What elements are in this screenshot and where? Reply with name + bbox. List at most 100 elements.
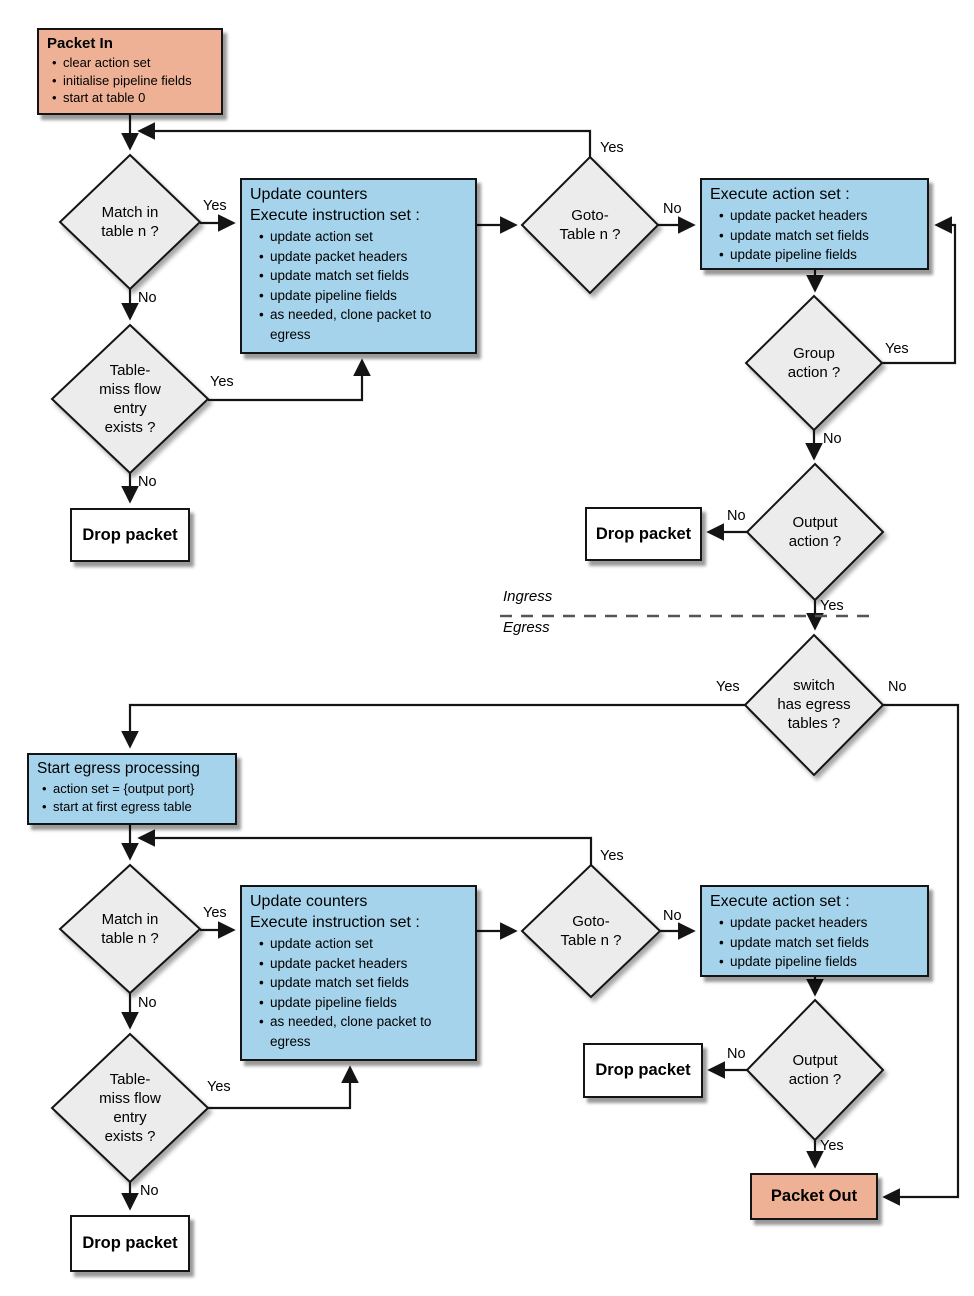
no-label-output-egress: No — [727, 1046, 746, 1062]
bullet-item: update match set fields — [258, 266, 471, 286]
label-line: switch — [793, 677, 835, 694]
packet-in-title: Packet In — [47, 35, 113, 52]
update-counters-items: update action set update packet headers … — [242, 226, 475, 348]
label-line: miss flow — [99, 1090, 161, 1107]
label-line: miss flow — [99, 381, 161, 398]
no-label-goto-ingress: No — [663, 201, 682, 217]
update-counters-title1: Update counters — [250, 186, 368, 203]
bullet-item: update packet headers — [258, 954, 471, 974]
bullet-item: clear action set — [51, 54, 217, 72]
label-line: table n ? — [101, 223, 159, 240]
ingress-region-label: Ingress — [503, 588, 553, 605]
bullet-item: update pipeline fields — [718, 952, 923, 972]
yes-label-tablemiss-egress: Yes — [207, 1079, 231, 1095]
drop-packet-label: Drop packet — [595, 524, 692, 543]
yes-label-goto-ingress: Yes — [600, 140, 624, 156]
yes-label-output-egress: Yes — [820, 1138, 844, 1154]
edge-tablemiss-yes-ingress — [208, 358, 371, 402]
yes-label-group: Yes — [885, 341, 909, 357]
label-line: Output — [792, 1052, 838, 1069]
no-label-goto-egress: No — [663, 908, 682, 924]
goto-table-egress-diamond — [520, 863, 662, 999]
bullet-item: update pipeline fields — [258, 286, 471, 306]
edge-goto-yes-feedback-ingress — [137, 122, 592, 158]
bullet-item: start at first egress table — [41, 798, 231, 816]
bullet-item: update match set fields — [718, 933, 923, 953]
bullet-item: as needed, clone packet to egress — [258, 305, 471, 344]
drop-packet-ingress-left-box: Drop packet — [70, 508, 190, 562]
bullet-item: update action set — [258, 934, 471, 954]
label-line: Match in — [101, 204, 159, 221]
label-line: action ? — [787, 364, 841, 381]
goto-table-ingress-diamond — [520, 155, 660, 295]
packet-in-items: clear action set initialise pipeline fie… — [39, 53, 221, 111]
update-counters-title2: Execute instruction set : — [250, 207, 420, 224]
label-line: entry — [113, 1109, 147, 1126]
yes-label-output-ingress: Yes — [820, 598, 844, 614]
yes-label-goto-egress: Yes — [600, 848, 624, 864]
label-line: Goto- — [572, 913, 610, 930]
goto-table-egress-label: Goto- Table n ? — [531, 912, 651, 950]
table-miss-ingress-label: Table- miss flow entry exists ? — [70, 361, 190, 437]
label-line: action ? — [788, 1071, 842, 1088]
match-egress-label: Match in table n ? — [70, 910, 190, 948]
label-line: Table- — [109, 362, 151, 379]
no-label-tablemiss-egress: No — [140, 1183, 159, 1199]
label-line: Group — [793, 345, 835, 362]
yes-label-switch: Yes — [716, 679, 740, 695]
packet-out-label: Packet Out — [770, 1187, 858, 1205]
no-label-tablemiss-ingress: No — [138, 474, 157, 490]
execute-action-items: update packet headers update match set f… — [702, 205, 927, 269]
label-line: Goto- — [571, 207, 609, 224]
no-label-output-ingress: No — [727, 508, 746, 524]
drop-packet-ingress-right-box: Drop packet — [585, 507, 702, 561]
bullet-item: update action set — [258, 227, 471, 247]
start-egress-title: Start egress processing — [37, 760, 200, 777]
label-line: Match in — [101, 911, 159, 928]
update-counters-egress-box: Update counters Execute instruction set … — [240, 885, 477, 1061]
goto-table-ingress-label: Goto- Table n ? — [530, 206, 650, 244]
bullet-item: initialise pipeline fields — [51, 72, 217, 90]
bullet-item: update pipeline fields — [718, 245, 923, 265]
output-action-ingress-label: Output action ? — [755, 513, 875, 551]
drop-packet-label: Drop packet — [82, 1234, 178, 1252]
switch-has-egress-label: switch has egress tables ? — [754, 676, 874, 733]
label-line: action ? — [788, 533, 842, 550]
edge-switch-no — [882, 703, 960, 1206]
execute-action-egress-box: Execute action set : update packet heade… — [700, 885, 929, 977]
edge-tablemiss-yes-egress — [208, 1065, 359, 1110]
label-line: Table n ? — [559, 226, 621, 243]
no-label-match-ingress: No — [138, 290, 157, 306]
bullet-item: update packet headers — [258, 247, 471, 267]
bullet-item: action set = {output port} — [41, 780, 231, 798]
label-line: has egress — [777, 696, 851, 713]
yes-label-match-egress: Yes — [203, 905, 227, 921]
packet-out-box: Packet Out — [750, 1173, 878, 1220]
edge-goto-yes-feedback-egress — [137, 829, 593, 865]
drop-packet-egress-left-box: Drop packet — [70, 1215, 190, 1272]
yes-label-match-ingress: Yes — [203, 198, 227, 214]
start-egress-items: action set = {output port} start at firs… — [29, 779, 235, 819]
bullet-item: update packet headers — [718, 206, 923, 226]
execute-action-ingress-box: Execute action set : update packet heade… — [700, 178, 929, 270]
switch-has-egress-diamond — [743, 633, 885, 777]
edge-group-yes-feedback — [882, 216, 957, 365]
output-action-egress-label: Output action ? — [755, 1051, 875, 1089]
drop-packet-label: Drop packet — [82, 525, 178, 544]
update-counters-title2: Execute instruction set : — [250, 914, 420, 931]
no-label-match-egress: No — [138, 995, 157, 1011]
egress-region-label: Egress — [503, 619, 550, 636]
no-label-group: No — [823, 431, 842, 447]
update-counters-items: update action set update packet headers … — [242, 933, 475, 1055]
label-line: entry — [113, 400, 147, 417]
bullet-item: update match set fields — [718, 226, 923, 246]
label-line: table n ? — [101, 930, 159, 947]
label-line: Table- — [109, 1071, 151, 1088]
drop-packet-egress-right-box: Drop packet — [583, 1043, 703, 1098]
execute-action-title: Execute action set : — [710, 186, 850, 203]
update-counters-ingress-box: Update counters Execute instruction set … — [240, 178, 477, 354]
label-line: exists ? — [104, 1128, 156, 1145]
edge-switch-yes — [121, 703, 745, 749]
